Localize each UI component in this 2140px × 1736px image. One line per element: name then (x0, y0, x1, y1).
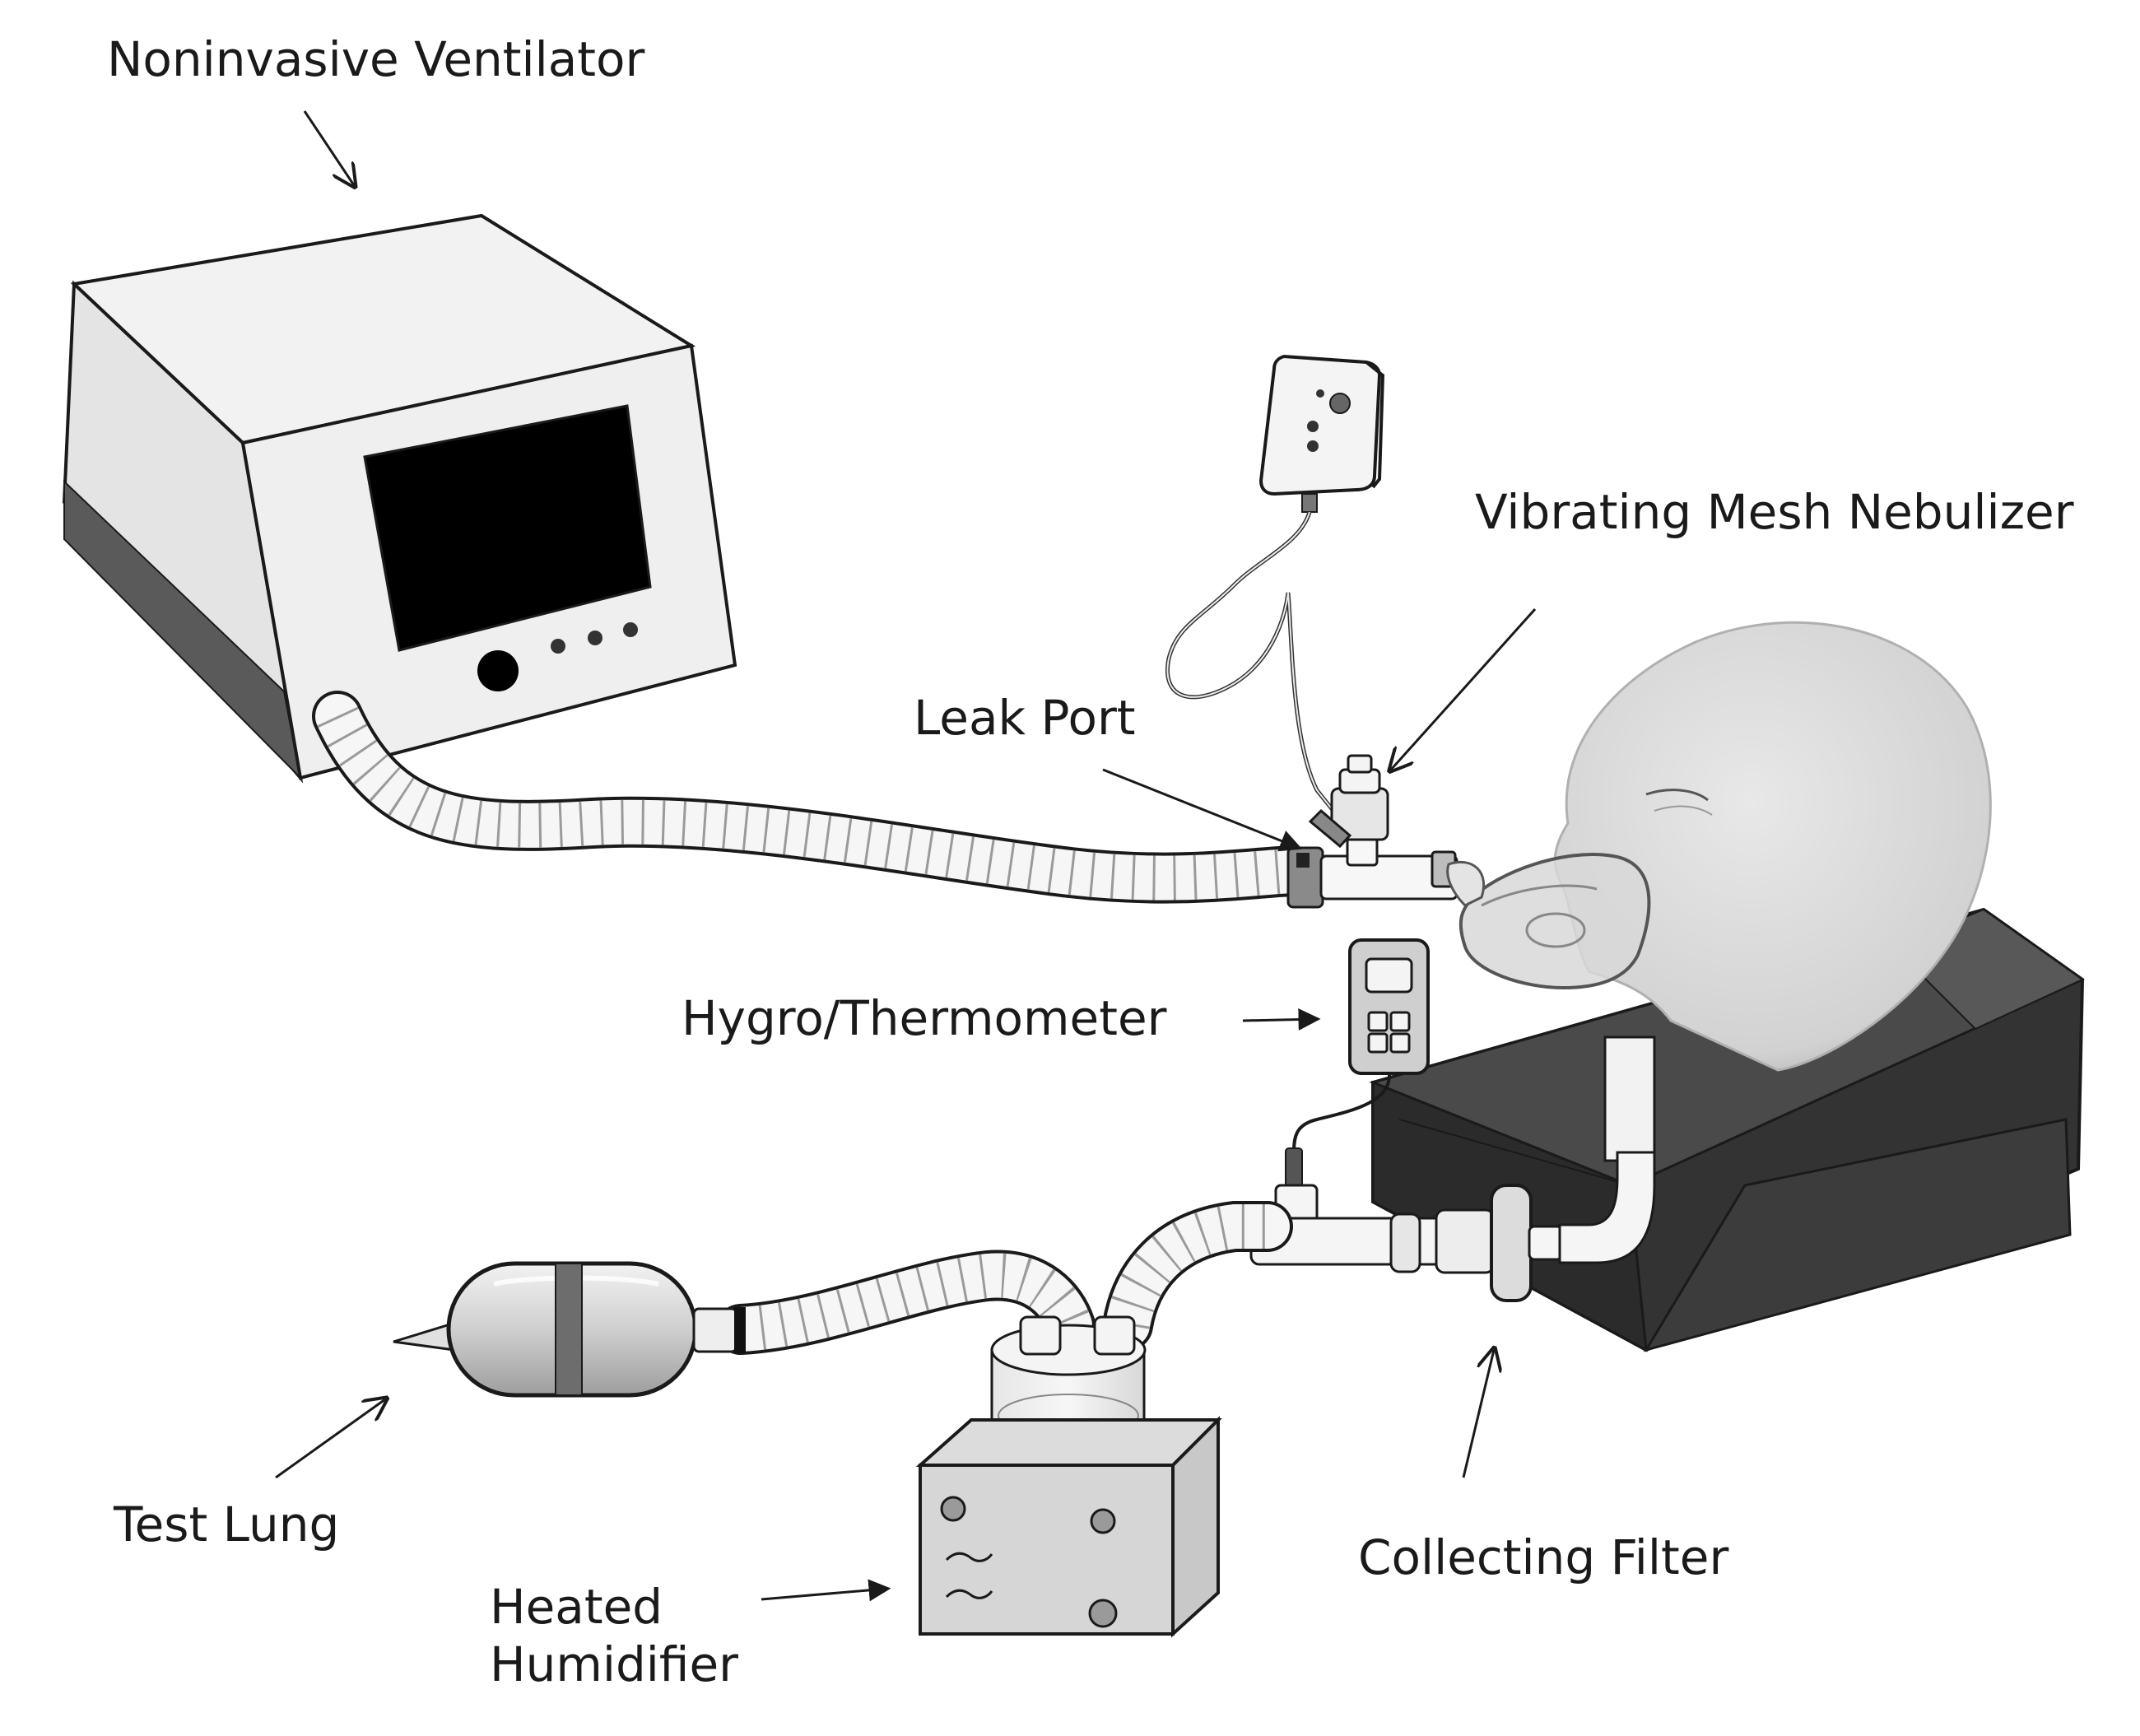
ventilator-screen (363, 404, 652, 652)
humidifier-device (915, 1315, 1222, 1638)
nebulizer-unit (1308, 754, 1389, 849)
filter-label: Collecting Filter (1358, 1529, 1729, 1585)
filter-line (1249, 1151, 1656, 1302)
elbow-to-neck (1558, 1151, 1656, 1264)
controller-light (1329, 393, 1351, 414)
humidifier-dial-2 (1090, 1508, 1116, 1534)
leader-lines (275, 110, 1537, 1602)
arrow-ventilator (303, 110, 354, 185)
test-lung-tube (715, 1250, 1096, 1355)
leak-port-assembly (1286, 834, 1458, 909)
controller-dot-1 (1316, 389, 1324, 398)
arrow-humidifier (761, 1579, 891, 1602)
controller-plug (1301, 493, 1318, 513)
hygro-thermometer-device (1285, 938, 1430, 1190)
arrow-leak-port (1102, 768, 1303, 852)
ventilator-button-3 (623, 622, 638, 637)
nebulizer-controller (1165, 354, 1385, 812)
arrow-hygro (1242, 1008, 1321, 1031)
humidifier-label-line-1: Heated (490, 1579, 663, 1635)
controller-dot-2 (1307, 421, 1319, 432)
hygro-probe (1285, 1147, 1303, 1190)
arrow-nebulizer (1391, 607, 1537, 770)
hygro-label: Hygro/Thermometer (682, 990, 1167, 1046)
test-lung-label: Test Lung (114, 1496, 340, 1552)
arrow-test-lung (275, 1399, 385, 1479)
ventilator-knob (477, 650, 519, 691)
ventilator-label: Noninvasive Ventilator (107, 31, 645, 87)
inspiratory-tube (312, 691, 1318, 904)
leak-port-nub (1296, 853, 1310, 868)
test-lung-neck (692, 1307, 738, 1353)
test-lung-device (393, 1261, 746, 1398)
nebulizer-label: Vibrating Mesh Nebulizer (1475, 484, 2074, 540)
test-lung-tip (393, 1322, 456, 1352)
face-mask (1446, 853, 1651, 990)
hygro-probe-cable (1292, 1073, 1392, 1153)
collecting-filter (1490, 1184, 1533, 1302)
controller-dot-3 (1307, 440, 1319, 452)
humidifier-label-line-2: Humidifier (490, 1636, 738, 1692)
humidifier-base-top (915, 1418, 1222, 1467)
ventilator-device (62, 213, 737, 784)
arrow-filter (1462, 1350, 1494, 1478)
mannequin-head (1553, 621, 1992, 1162)
humidifier-outlet-tube (1102, 1201, 1293, 1351)
humidifier-dial-3 (1088, 1599, 1118, 1628)
mannequin-neck (1603, 1036, 1656, 1162)
humidifier-label: Heated Humidifier (490, 1579, 738, 1693)
ventilator-button-2 (588, 631, 602, 645)
test-lung-band (555, 1263, 583, 1396)
leak-port-label: Leak Port (914, 690, 1136, 746)
heat-wave-1 (945, 1552, 993, 1562)
ventilator-button-1 (551, 639, 565, 654)
heat-wave-2 (945, 1589, 993, 1599)
humidifier-dial-1 (940, 1496, 966, 1522)
humidifier-base-front (919, 1464, 1175, 1636)
